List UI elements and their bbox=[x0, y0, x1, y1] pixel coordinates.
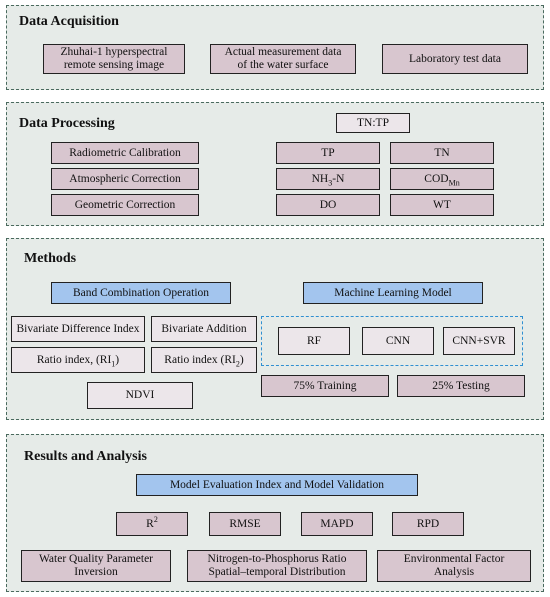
cnn-box: CNN bbox=[362, 327, 434, 355]
do-box: DO bbox=[276, 194, 380, 216]
ratio-index-1-box: Ratio index, (RI1) bbox=[11, 347, 145, 373]
mapd-box: MAPD bbox=[301, 512, 373, 536]
section-title: Data Acquisition bbox=[19, 14, 119, 29]
laboratory-data-box: Laboratory test data bbox=[382, 44, 528, 74]
results-analysis-section: Results and Analysis Model Evaluation In… bbox=[6, 434, 544, 592]
cnn-svr-box: CNN+SVR bbox=[443, 327, 515, 355]
bivariate-addition-box: Bivariate Addition bbox=[151, 316, 257, 342]
wt-box: WT bbox=[390, 194, 494, 216]
section-title: Data Processing bbox=[19, 116, 115, 131]
atmospheric-correction-box: Atmospheric Correction bbox=[51, 168, 199, 190]
r2-box: R2 bbox=[116, 512, 188, 536]
section-title: Methods bbox=[24, 251, 77, 266]
codmn-box: CODMn bbox=[390, 168, 494, 190]
ml-model-box: Machine Learning Model bbox=[303, 282, 483, 304]
testing-box: 25% Testing bbox=[397, 375, 525, 397]
rpd-box: RPD bbox=[392, 512, 464, 536]
tn-box: TN bbox=[390, 142, 494, 164]
methods-section: Methods Band Combination Operation Machi… bbox=[6, 238, 544, 420]
rf-box: RF bbox=[278, 327, 350, 355]
model-evaluation-box: Model Evaluation Index and Model Validat… bbox=[136, 474, 418, 496]
band-combination-box: Band Combination Operation bbox=[51, 282, 231, 304]
ratio-index-2-box: Ratio index (RI2) bbox=[151, 347, 257, 373]
data-processing-section: Data Processing TN:TP Radiometric Calibr… bbox=[6, 102, 544, 226]
radiometric-calibration-box: Radiometric Calibration bbox=[51, 142, 199, 164]
rmse-box: RMSE bbox=[209, 512, 281, 536]
section-title: Results and Analysis bbox=[24, 449, 147, 464]
ratio-tntp-box: TN:TP bbox=[336, 113, 410, 133]
bivariate-difference-box: Bivariate Difference Index bbox=[11, 316, 145, 342]
ndvi-box: NDVI bbox=[87, 382, 193, 409]
nh3n-box: NH3-N bbox=[276, 168, 380, 190]
training-box: 75% Training bbox=[261, 375, 389, 397]
tp-box: TP bbox=[276, 142, 380, 164]
model-group-frame bbox=[261, 316, 523, 366]
geometric-correction-box: Geometric Correction bbox=[51, 194, 199, 216]
